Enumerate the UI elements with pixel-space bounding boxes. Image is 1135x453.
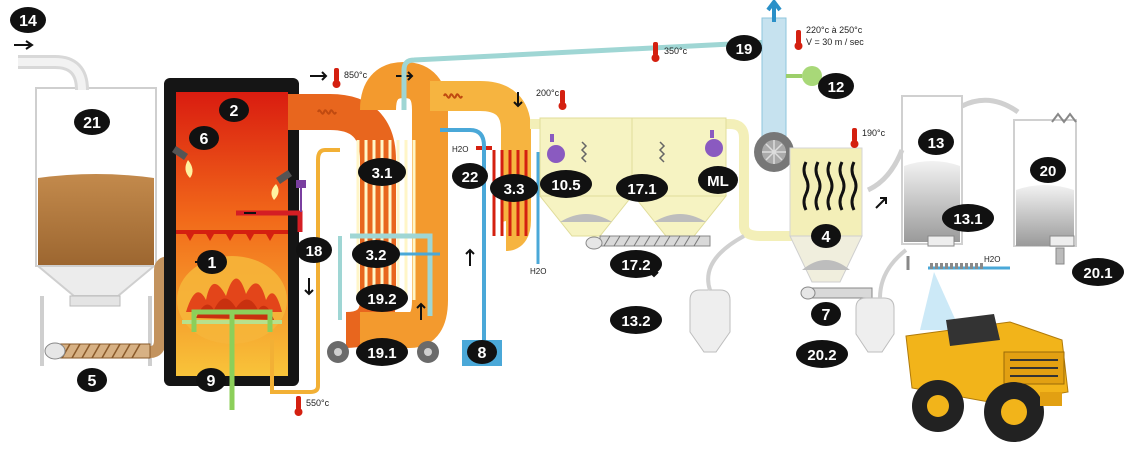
- temp-350: 350°c: [664, 46, 688, 56]
- badge-9: 9: [196, 368, 226, 392]
- ash-silo-13: [868, 96, 1018, 246]
- badge-13: 13: [918, 129, 954, 155]
- badge-2: 2: [219, 98, 249, 122]
- ash-bin-20-2: [856, 250, 906, 352]
- svg-text:ML: ML: [707, 173, 729, 190]
- svg-text:6: 6: [200, 131, 209, 148]
- badge-12: 12: [818, 73, 854, 99]
- badge-8: 8: [467, 340, 497, 364]
- badge-10-5: 10.5: [540, 170, 592, 198]
- svg-text:13: 13: [928, 135, 945, 152]
- svg-text:20: 20: [1040, 163, 1057, 180]
- svg-text:19.2: 19.2: [367, 291, 396, 308]
- badge-4: 4: [811, 224, 841, 248]
- svg-text:14: 14: [19, 13, 37, 30]
- badge-19-2: 19.2: [356, 284, 408, 312]
- svg-text:21: 21: [83, 115, 101, 132]
- thermometer-icon: [559, 90, 567, 110]
- ash-silo-20: [1014, 114, 1076, 264]
- svg-text:7: 7: [822, 307, 831, 324]
- svg-text:2: 2: [230, 103, 239, 120]
- svg-text:20.1: 20.1: [1083, 265, 1112, 282]
- badge-1: 1: [197, 250, 227, 274]
- thermometer-icon: [795, 30, 803, 50]
- h2o-right: H2O: [984, 255, 1000, 264]
- badge-13-2: 13.2: [610, 306, 662, 334]
- gas-treatment-tower: [786, 148, 872, 299]
- svg-text:8: 8: [478, 345, 487, 362]
- badge-21: 21: [74, 109, 110, 135]
- badge-6: 6: [189, 126, 219, 150]
- badge-20: 20: [1030, 157, 1066, 183]
- svg-text:3.2: 3.2: [366, 247, 387, 264]
- thermometer-icon: [333, 68, 341, 88]
- svg-text:3.1: 3.1: [372, 165, 393, 182]
- dump-truck: [906, 314, 1068, 442]
- furnace: [164, 78, 306, 410]
- badge-17-1: 17.1: [616, 174, 668, 202]
- badge-22: 22: [452, 163, 488, 189]
- badge-3-3: 3.3: [490, 174, 538, 202]
- badge-14: 14: [10, 7, 46, 33]
- svg-text:5: 5: [88, 373, 97, 390]
- badge-13-1: 13.1: [942, 204, 994, 232]
- h2o-top: H2O: [452, 145, 468, 154]
- svg-text:17.1: 17.1: [627, 181, 656, 198]
- svg-text:9: 9: [207, 373, 216, 390]
- badge-5: 5: [77, 368, 107, 392]
- gas-duct: [288, 72, 538, 330]
- temp-190: 190°c: [862, 128, 886, 138]
- ash-bin-13-2: [690, 236, 744, 352]
- svg-text:12: 12: [828, 79, 845, 96]
- badge-3-1: 3.1: [358, 158, 406, 186]
- stack-temp: 220°c à 250°c: [806, 25, 863, 35]
- svg-text:1: 1: [208, 255, 217, 272]
- thermometer-icon: [851, 128, 859, 148]
- svg-text:10.5: 10.5: [551, 177, 580, 194]
- badge-7: 7: [811, 302, 841, 326]
- temp-550: 550°c: [306, 398, 330, 408]
- stack-velocity: V = 30 m / sec: [806, 37, 864, 47]
- badge-3-2: 3.2: [352, 240, 400, 268]
- svg-text:19.1: 19.1: [367, 345, 396, 362]
- temp-850: 850°c: [344, 70, 368, 80]
- badge-18: 18: [296, 237, 332, 263]
- svg-text:22: 22: [462, 169, 479, 186]
- thermometer-icon: [295, 396, 303, 416]
- svg-text:13.1: 13.1: [953, 211, 982, 228]
- badge-19-1: 19.1: [356, 338, 408, 366]
- badge-20-2: 20.2: [796, 340, 848, 368]
- fuel-inlet-pipe: [14, 41, 82, 90]
- svg-text:20.2: 20.2: [807, 347, 836, 364]
- badge-19: 19: [726, 35, 762, 61]
- thermometer-icon: [652, 42, 660, 62]
- badge-20-1: 20.1: [1072, 258, 1124, 286]
- badge-ml: ML: [698, 166, 738, 194]
- svg-text:17.2: 17.2: [621, 257, 650, 274]
- svg-text:18: 18: [306, 243, 323, 260]
- svg-text:19: 19: [736, 41, 753, 58]
- badge-17-2: 17.2: [610, 250, 662, 278]
- temp-200: 200°c: [536, 88, 560, 98]
- svg-text:3.3: 3.3: [504, 181, 525, 198]
- svg-text:4: 4: [822, 229, 831, 246]
- h2o-bottom: H2O: [530, 267, 546, 276]
- svg-text:13.2: 13.2: [621, 313, 650, 330]
